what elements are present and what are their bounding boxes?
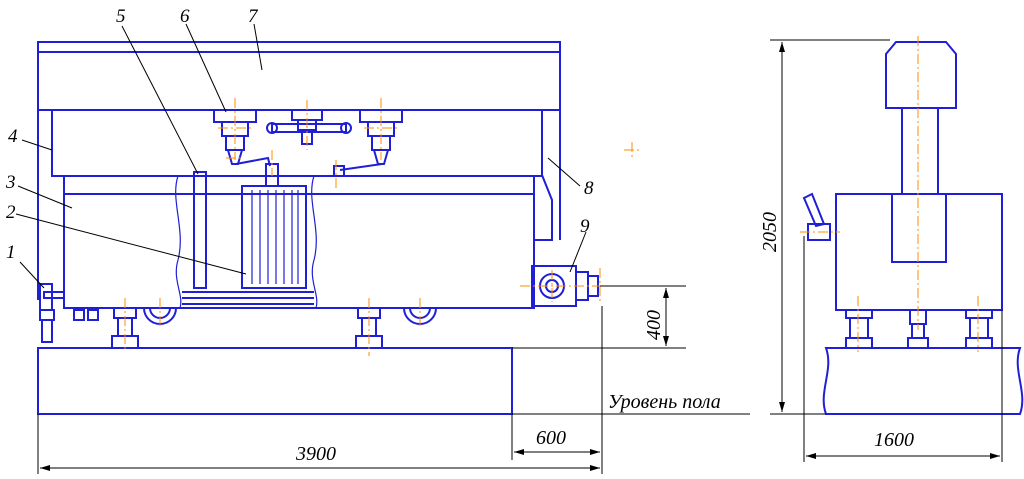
body-3 (63, 175, 535, 309)
callout-4: 4 (8, 126, 18, 147)
callout-2: 2 (6, 202, 16, 223)
dimension-lines (37, 39, 1003, 474)
foundation-side (822, 347, 1024, 415)
callout-5: 5 (116, 6, 126, 27)
side-feet (845, 309, 993, 349)
callout-labels: 1 2 3 4 5 6 7 8 9 (5, 6, 594, 263)
side-view (800, 36, 1024, 415)
center-clamp (266, 109, 352, 145)
component-1 (39, 283, 65, 343)
dim-total-height: 2050 (759, 212, 781, 252)
callout-8: 8 (584, 178, 594, 199)
dim-total-length: 3900 (295, 443, 336, 465)
callout-9: 9 (580, 216, 590, 237)
bracket-8 (534, 110, 553, 241)
dim-height-base: 400 (643, 310, 665, 340)
side-body (835, 193, 1003, 311)
callout-1: 1 (6, 242, 16, 263)
floor-level-label: Уровень пола (608, 391, 721, 413)
callout-6: 6 (180, 6, 190, 27)
front-view (37, 41, 640, 415)
callout-7: 7 (248, 6, 259, 27)
dim-width: 1600 (874, 429, 914, 451)
dim-offset: 600 (536, 427, 566, 449)
leader-lines (15, 23, 587, 289)
dimension-labels: 3900 600 400 2050 1600 Уровень пола (295, 212, 914, 465)
post-5 (193, 171, 207, 289)
callout-3: 3 (5, 172, 16, 193)
foundation-front (37, 347, 513, 415)
side-top-head (885, 41, 957, 109)
